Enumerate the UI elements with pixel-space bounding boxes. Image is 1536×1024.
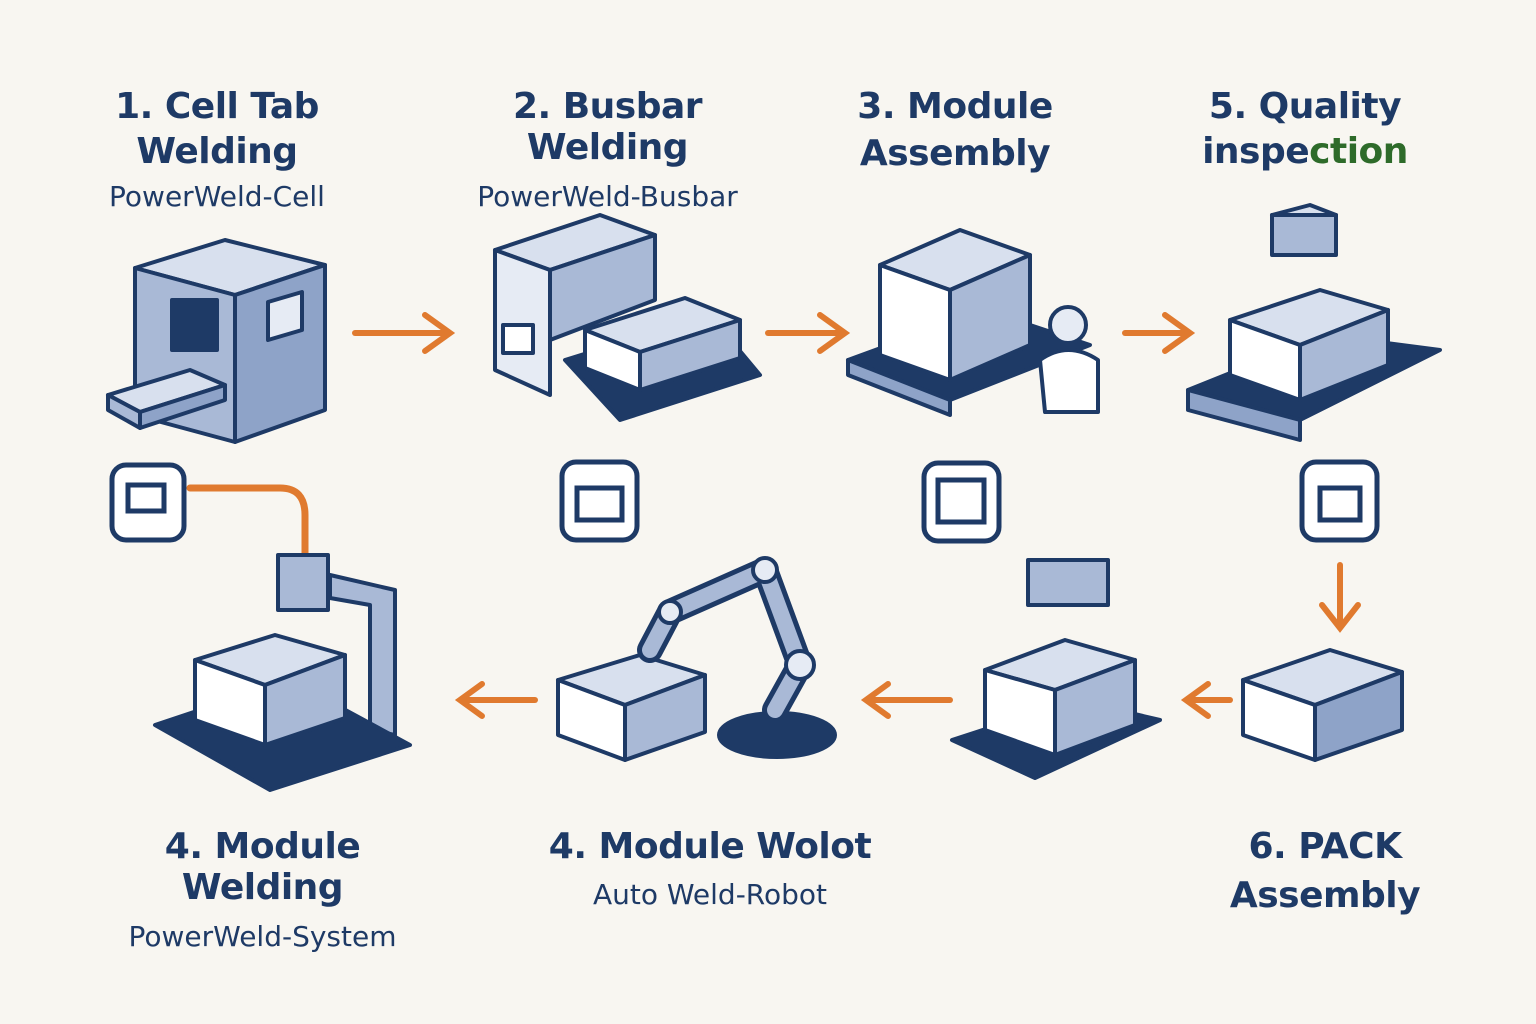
inspection-camera-station-icon xyxy=(1186,203,1442,442)
step-5-title-part1: inspe xyxy=(1202,131,1310,173)
step-2-label: 2. Busbar Welding PowerWeld-Busbar xyxy=(430,86,785,213)
flow-arrow-inspect-robot xyxy=(860,681,953,719)
busbar-welding-machine-icon xyxy=(493,213,762,422)
step-4-machine: PowerWeld-System xyxy=(128,919,397,953)
step-5-title-line1: 5. Quality xyxy=(1208,86,1402,127)
lock-box-icon xyxy=(1299,459,1380,543)
enclosed-welding-machine-icon xyxy=(106,238,327,444)
welding-gantry-icon xyxy=(153,553,412,792)
flow-arrow-5-6 xyxy=(1319,562,1361,633)
step-5-title-line2: inspection xyxy=(1180,131,1430,172)
step-3-title-line1: 3. Module xyxy=(857,86,1053,127)
cable-connector xyxy=(186,484,309,559)
step-6-label: 6. PACK Assembly xyxy=(1200,826,1450,917)
flow-arrow-3-5 xyxy=(1122,312,1196,354)
step-5-title-part2: ction xyxy=(1309,131,1408,173)
step-3-label: 3. Module Assembly xyxy=(830,86,1080,175)
flow-arrow-robot-gantry xyxy=(454,681,538,719)
step-1-title-line1: 1. Cell Tab xyxy=(115,86,319,127)
step-1-machine: PowerWeld-Cell xyxy=(109,179,325,213)
step-2-machine: PowerWeld-Busbar xyxy=(477,179,738,213)
step-5-label: 5. Quality inspection xyxy=(1180,86,1430,173)
folder-icon xyxy=(559,459,640,543)
robotic-arm-icon xyxy=(556,556,837,762)
battery-pack-icon xyxy=(1241,648,1404,762)
flow-arrow-1-2 xyxy=(352,312,456,354)
step-6-title-line1: 6. PACK xyxy=(1248,826,1402,867)
assembly-station-with-worker-icon xyxy=(846,228,1100,417)
step-1-title-line2: Welding xyxy=(136,131,298,173)
machine-control-icon xyxy=(109,462,187,543)
step-4-title: 4. Module Welding xyxy=(164,826,361,909)
flow-arrow-2-3 xyxy=(765,312,851,354)
step-robot-label: 4. Module Wolot Auto Weld-Robot xyxy=(540,826,880,912)
bottom-inspection-station-icon xyxy=(950,558,1162,780)
step-2-title: 2. Busbar Welding xyxy=(512,86,703,169)
step-4-label: 4. Module Welding PowerWeld-System xyxy=(80,826,445,953)
inspection-window-icon xyxy=(921,460,1002,544)
step-robot-machine: Auto Weld-Robot xyxy=(592,878,828,912)
step-3-title-line2: Assembly xyxy=(859,133,1051,175)
step-robot-title: 4. Module Wolot xyxy=(548,826,872,867)
step-6-title-line2: Assembly xyxy=(1229,875,1421,917)
flow-arrow-6-back xyxy=(1180,681,1233,719)
step-1-label: 1. Cell Tab Welding PowerWeld-Cell xyxy=(72,86,362,213)
